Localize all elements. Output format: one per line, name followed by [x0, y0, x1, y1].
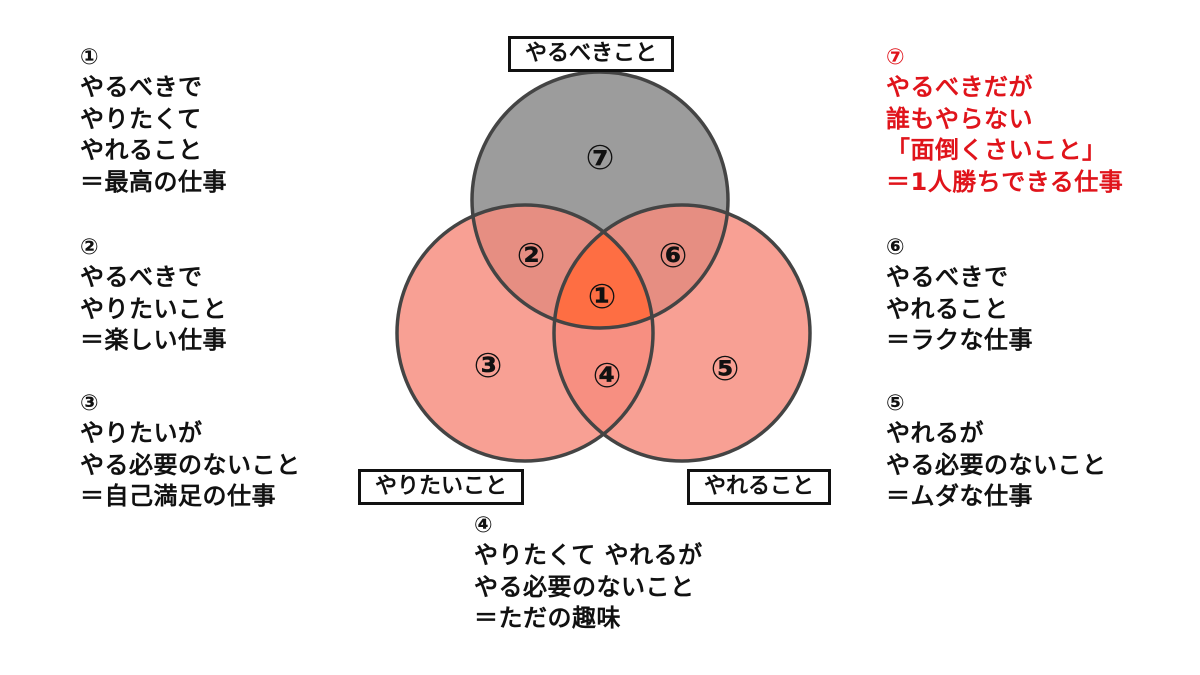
center-region [554, 205, 653, 328]
description-line: やるべきで [80, 73, 203, 101]
description-line: ＝最高の仕事 [80, 167, 227, 196]
region-marker-2: ② [517, 236, 546, 276]
description-line: 誰もやらない [886, 104, 1033, 133]
region-marker-5: ⑤ [711, 349, 740, 389]
description-marker: ② [80, 235, 100, 260]
description-3: ③ やりたいが やる必要のないこと ＝自己満足の仕事 [80, 390, 301, 513]
region-marker-4: ④ [593, 356, 622, 396]
description-line: ＝楽しい仕事 [80, 326, 227, 354]
description-line: やる必要のないこと [886, 450, 1107, 479]
description-line: やれるが [886, 419, 984, 447]
description-line: やれること [886, 294, 1009, 323]
description-line: ＝ラクな仕事 [886, 326, 1033, 354]
region-marker-1: ① [588, 277, 617, 317]
description-marker: ⑥ [886, 235, 906, 260]
region-marker-7: ⑦ [586, 138, 615, 178]
description-line: 「面倒くさいこと」 [886, 136, 1107, 164]
description-5: ⑤ やれるが やる必要のないこと ＝ムダな仕事 [886, 390, 1107, 513]
circle-can-outline [552, 203, 812, 463]
description-line: やりたいが [80, 419, 203, 447]
description-marker: ④ [474, 513, 494, 538]
description-line: やる必要のないこと [80, 450, 301, 479]
description-line: ＝ただの趣味 [474, 604, 621, 632]
description-marker: ⑦ [886, 45, 906, 70]
description-marker: ① [80, 45, 100, 70]
description-line: ＝ムダな仕事 [886, 482, 1033, 510]
description-line: ＝1人勝ちできる仕事 [886, 167, 1124, 196]
description-line: やるべきで [80, 263, 203, 291]
description-7: ⑦ やるべきだが 誰もやらない 「面倒くさいこと」 ＝1人勝ちできる仕事 [886, 44, 1123, 198]
description-marker: ③ [80, 391, 100, 416]
description-2: ② やるべきで やりたいこと ＝楽しい仕事 [80, 234, 227, 357]
description-line: やりたいこと [80, 294, 227, 323]
set-label-must: やるべきこと [508, 36, 675, 72]
description-line: やる必要のないこと [474, 572, 695, 601]
set-label-can: やれること [687, 469, 832, 505]
description-line: やるべきだが [886, 73, 1033, 101]
description-4: ④ やりたくて やれるが やる必要のないこと ＝ただの趣味 [474, 512, 703, 635]
region-marker-6: ⑥ [659, 236, 688, 276]
description-line: やれること [80, 136, 203, 164]
circle-want-outline [395, 203, 655, 463]
description-6: ⑥ やるべきで やれること ＝ラクな仕事 [886, 234, 1033, 357]
description-line: やりたくて やれるが [474, 541, 703, 569]
description-line: やりたくて [80, 104, 202, 133]
region-marker-3: ③ [474, 346, 503, 386]
description-1: ① やるべきで やりたくて やれること ＝最高の仕事 [80, 44, 227, 198]
description-marker: ⑤ [886, 391, 906, 416]
description-line: ＝自己満足の仕事 [80, 482, 276, 510]
set-label-want: やりたいこと [358, 469, 525, 505]
circle-must-outline [470, 70, 730, 330]
description-line: やるべきで [886, 263, 1009, 291]
